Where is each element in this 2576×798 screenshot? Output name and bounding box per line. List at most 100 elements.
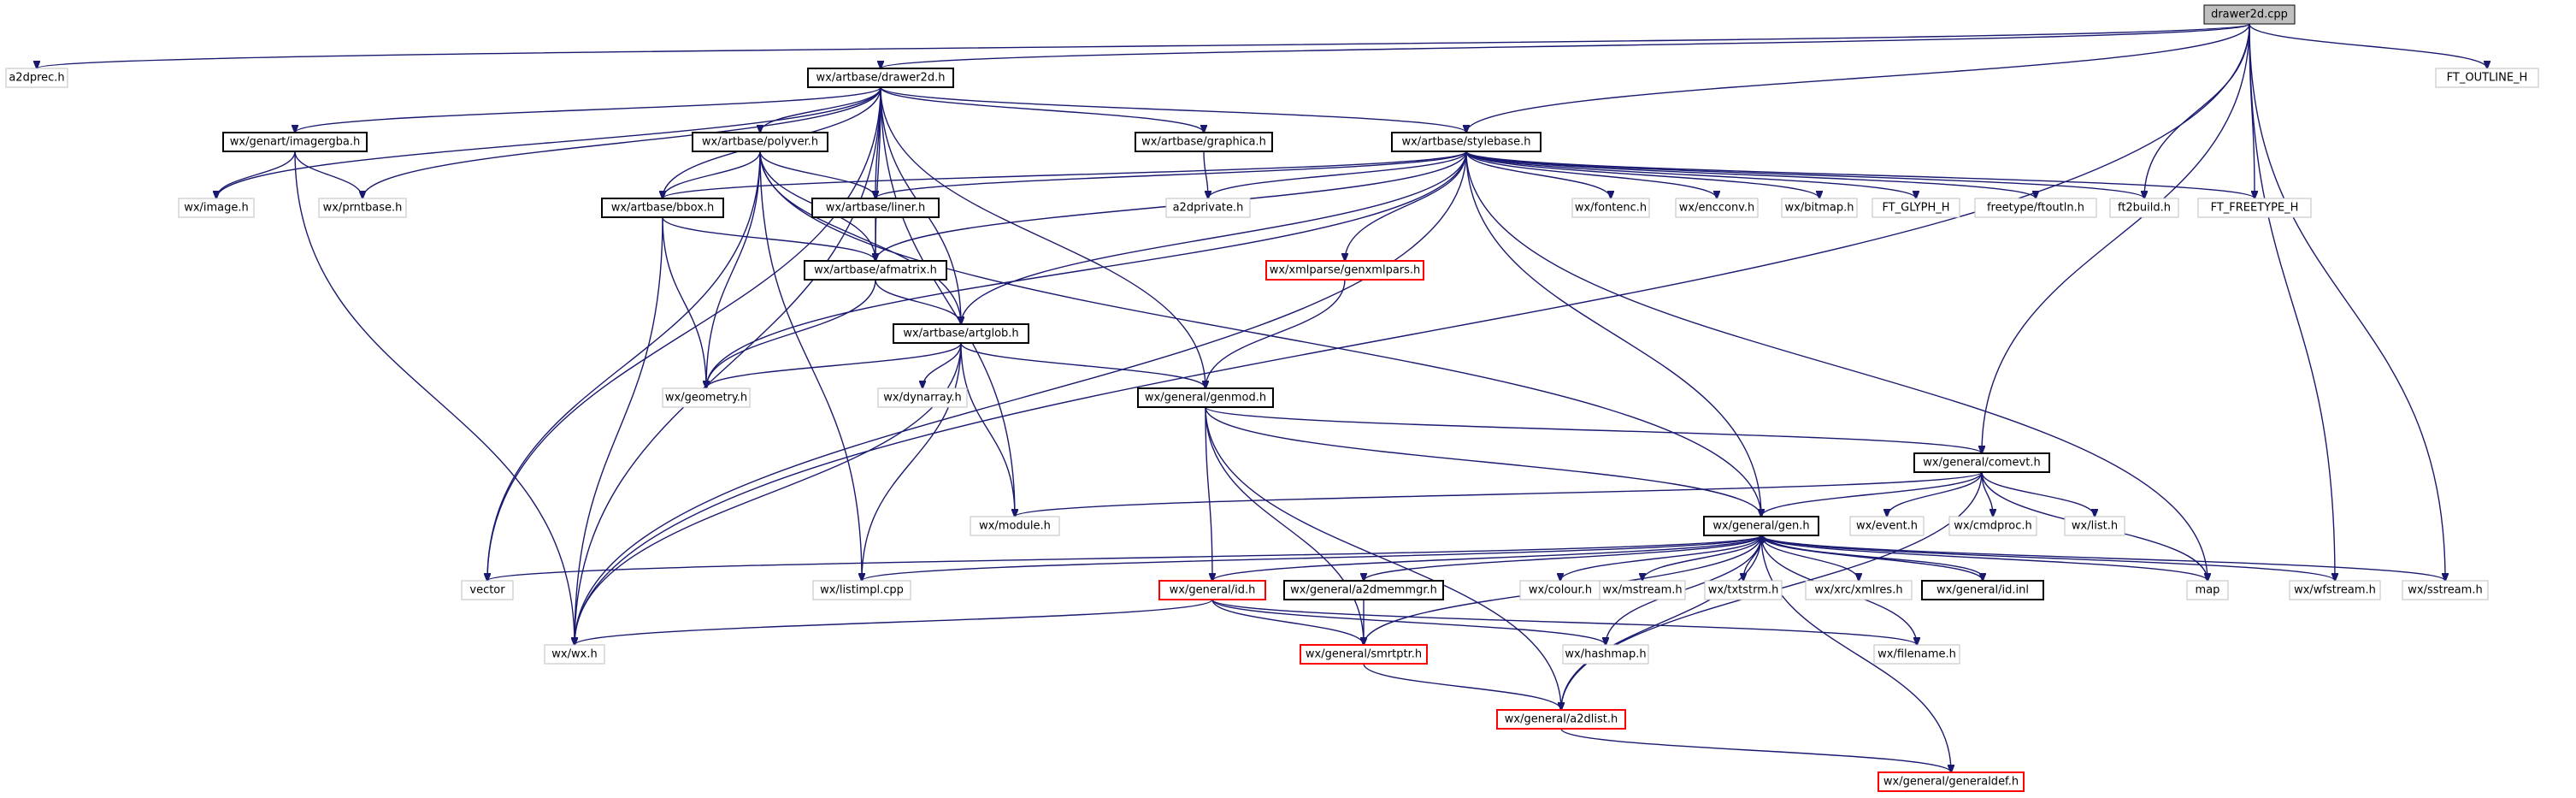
edge-stylebase_h-to-genxmlpars_h <box>1345 151 1467 261</box>
edge-stylebase_h-to-ft_glyph_h <box>1465 151 1916 198</box>
node-box <box>1137 387 1274 408</box>
edge-imagergba_h-to-image_h <box>216 151 296 198</box>
node-comevt-h[interactable]: wx/general/comevt.h <box>1913 452 2050 473</box>
node-label: wx/artbase/liner.h <box>826 202 925 215</box>
node-encconv-h: wx/encconv.h <box>1675 198 1759 218</box>
node-label: freetype/ftoutln.h <box>1987 202 2084 215</box>
node-box <box>1300 644 1428 665</box>
node-label: FT_FREETYPE_H <box>2211 202 2299 215</box>
node-smrtptr-h[interactable]: wx/general/smrtptr.h <box>1300 644 1428 665</box>
edge-polyver_h-to-listimpl_cpp <box>759 151 862 581</box>
node-afmatrix-h[interactable]: wx/artbase/afmatrix.h <box>804 260 947 281</box>
edge-gen_h-to-a2dlist_h <box>1561 535 1762 710</box>
node-box <box>1599 580 1686 600</box>
node-label: wx/artbase/graphica.h <box>1141 136 1266 149</box>
node-label: map <box>2196 584 2220 597</box>
edge-stylebase_h-to-ft_freetype_h <box>1465 151 2255 198</box>
node-box <box>893 323 1029 344</box>
edge-stylebase_h-to-liner_h <box>875 151 1467 198</box>
edge-drawer2d_cpp-to-wfstream_h <box>2249 23 2335 581</box>
edge-id_h-to-hashmap_h <box>1211 599 1606 645</box>
node-label: wx/encconv.h <box>1679 202 1755 215</box>
node-a2dlist-h[interactable]: wx/general/a2dlist.h <box>1496 709 1626 730</box>
node-colour-h: wx/colour.h <box>1519 580 1601 600</box>
edge-gen_h-to-vector <box>487 535 1762 581</box>
node-label: wx/txtstrm.h <box>1708 584 1779 597</box>
edge-stylebase_h-to-map <box>1465 151 2208 581</box>
node-filename-h: wx/filename.h <box>1873 644 1960 665</box>
edge-genxmlpars_h-to-genmod_h <box>1205 279 1346 388</box>
node-label: wx/module.h <box>979 520 1051 533</box>
node-xmlres-h: wx/xrc/xmlres.h <box>1805 580 1913 600</box>
node-label: wx/bitmap.h <box>1785 202 1854 215</box>
edge-drawer2d_cpp-to-ft_outline_h <box>2249 23 2487 68</box>
node-label: wx/general/a2dlist.h <box>1505 713 1618 726</box>
node-label: wx/wfstream.h <box>2294 584 2376 597</box>
node-box <box>1877 771 2025 792</box>
node-drawer2d-h[interactable]: wx/artbase/drawer2d.h <box>807 68 954 88</box>
node-label: a2dprivate.h <box>1173 202 1244 215</box>
edge-stylebase_h-to-ftoutln_h <box>1465 151 2036 198</box>
node-artglob-h[interactable]: wx/artbase/artglob.h <box>893 323 1029 344</box>
node-gen-h[interactable]: wx/general/gen.h <box>1703 516 1819 536</box>
node-label: wx/event.h <box>1856 520 1918 533</box>
node-label: wx/artbase/drawer2d.h <box>816 72 946 85</box>
node-label: wx/general/genmod.h <box>1145 392 1266 405</box>
node-box <box>222 132 368 152</box>
edge-comevt_h-to-module_h <box>1015 471 1983 517</box>
node-box <box>1165 198 1251 218</box>
node-label: wx/general/gen.h <box>1712 520 1809 533</box>
node-box <box>1704 580 1783 600</box>
edge-afmatrix_h-to-geometry_h <box>706 279 876 388</box>
edge-stylebase_h-to-geometry_h <box>706 151 1467 388</box>
node-genxmlpars-h[interactable]: wx/xmlparse/genxmlpars.h <box>1265 260 1424 281</box>
node-listimpl-cpp: wx/listimpl.cpp <box>812 580 911 600</box>
node-genmod-h[interactable]: wx/general/genmod.h <box>1137 387 1274 408</box>
edge-genmod_h-to-smrtptr_h <box>1205 406 1364 645</box>
node-label: wx/genart/imagergba.h <box>230 136 360 149</box>
node-box <box>1703 516 1819 536</box>
node-fontenc-h: wx/fontenc.h <box>1571 198 1650 218</box>
edge-polyver_h-to-gen_h <box>759 151 1761 517</box>
node-label: wx/artbase/bbox.h <box>611 202 715 215</box>
node-label: wx/artbase/afmatrix.h <box>814 264 937 277</box>
edge-drawer2d_h-to-prntbase_h <box>363 86 881 198</box>
node-liner-h[interactable]: wx/artbase/liner.h <box>811 198 940 218</box>
edge-drawer2d_cpp-to-a2dprec_h <box>37 23 2250 68</box>
node-a2dmemmgr-h[interactable]: wx/general/a2dmemmgr.h <box>1283 580 1444 600</box>
edge-genmod_h-to-a2dlist_h <box>1205 406 1561 710</box>
node-id-h[interactable]: wx/general/id.h <box>1158 580 1266 600</box>
edge-stylebase_h-to-artglob_h <box>961 151 1467 324</box>
node-stylebase-h[interactable]: wx/artbase/stylebase.h <box>1391 132 1541 152</box>
edge-layer <box>37 23 2487 772</box>
node-txtstrm-h: wx/txtstrm.h <box>1704 580 1783 600</box>
node-box <box>812 580 911 600</box>
edge-artglob_h-to-dynarray_h <box>923 342 962 388</box>
edge-gen_h-to-id_inl <box>1760 535 1983 581</box>
node-imagergba-h[interactable]: wx/genart/imagergba.h <box>222 132 368 152</box>
node-label: wx/artbase/polyver.h <box>702 136 818 149</box>
node-box <box>318 198 407 218</box>
edge-drawer2d_cpp-to-comevt_h <box>1982 23 2250 453</box>
node-id-inl[interactable]: wx/general/id.inl <box>1921 580 2044 600</box>
node-graphica-h[interactable]: wx/artbase/graphica.h <box>1135 132 1273 152</box>
edge-imagergba_h-to-wx_h <box>294 151 575 645</box>
node-drawer2d-cpp[interactable]: drawer2d.cpp <box>2203 4 2296 25</box>
edge-polyver_h-to-vector <box>487 151 761 581</box>
node-a2dprec-h: a2dprec.h <box>5 68 68 88</box>
node-wx-h: wx/wx.h <box>544 644 605 665</box>
edge-stylebase_h-to-ft2build_h <box>1465 151 2144 198</box>
node-label: wx/cmdproc.h <box>1954 520 2032 533</box>
node-polyver-h[interactable]: wx/artbase/polyver.h <box>692 132 828 152</box>
node-box <box>1562 644 1649 665</box>
node-box <box>1391 132 1541 152</box>
node-box <box>1496 709 1626 730</box>
node-box <box>1921 580 2044 600</box>
node-box <box>178 198 255 218</box>
edge-drawer2d_h-to-image_h <box>216 86 881 198</box>
edge-a2dlist_h-to-generaldef_h <box>1560 728 1951 772</box>
node-box <box>1849 516 1925 536</box>
node-generaldef-h[interactable]: wx/general/generaldef.h <box>1877 771 2025 792</box>
node-bbox-h[interactable]: wx/artbase/bbox.h <box>601 198 724 218</box>
edge-gen_h-to-generaldef_h <box>1760 535 1951 772</box>
